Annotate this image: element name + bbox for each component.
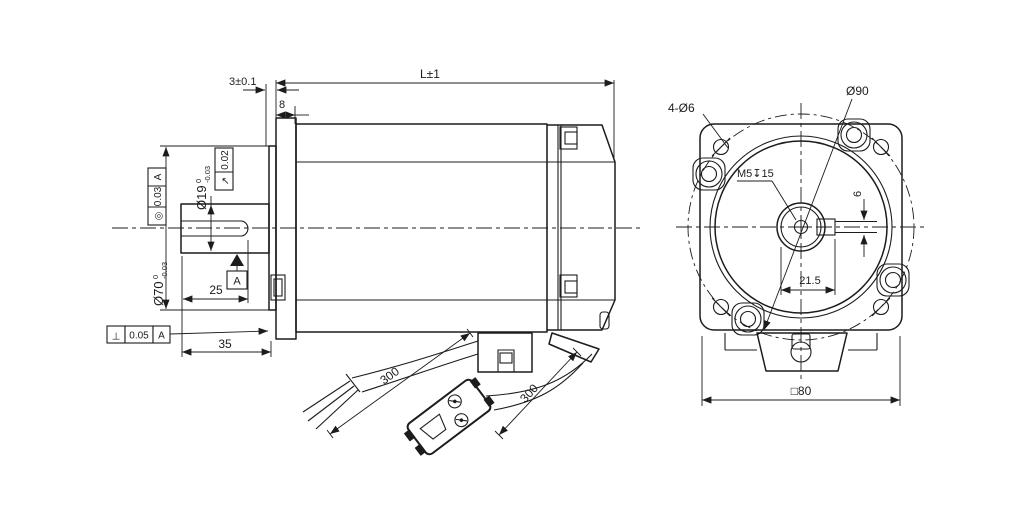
- datum-flag: A: [226, 254, 248, 290]
- encoder-cable: [485, 353, 593, 411]
- svg-text:⊥: ⊥: [112, 332, 121, 343]
- svg-text:0.05: 0.05: [129, 331, 149, 342]
- dim-boss-offset: 3±0.1: [229, 76, 256, 88]
- shaft-end: [776, 202, 877, 252]
- dim-key-width: 6: [852, 191, 864, 197]
- motor-body: [295, 123, 615, 333]
- dim-flange-thickness: 8: [279, 99, 285, 111]
- pilot-circle: [714, 140, 888, 314]
- rear-housing: [547, 124, 616, 331]
- fcf-concentricity: ◎ 0.03 A: [147, 167, 167, 226]
- dim-shaft-dia: Ø19 0 -0.03: [194, 166, 212, 210]
- screw: [731, 302, 765, 336]
- dim-bolt-circle: Ø90: [846, 84, 869, 98]
- dim-pilot-dia: Ø70 0 -0.03: [151, 262, 169, 306]
- svg-text:↗: ↗: [221, 177, 232, 185]
- svg-text:0: 0: [151, 275, 160, 279]
- svg-text:A: A: [153, 173, 164, 180]
- svg-text:Ø19: Ø19: [194, 185, 209, 210]
- svg-text:0.02: 0.02: [220, 150, 231, 170]
- svg-text:Ø70: Ø70: [151, 281, 166, 306]
- front-view: 4-Ø6 Ø90 M5↧15 6 21.5 □80: [668, 84, 926, 406]
- screw: [692, 157, 726, 191]
- dsub-connector: [403, 377, 495, 456]
- svg-text:A: A: [158, 331, 165, 342]
- svg-text:0.03: 0.03: [153, 186, 164, 206]
- bolt-circle: [687, 113, 915, 341]
- flange-tab: [270, 274, 286, 301]
- cable-boot: [548, 332, 600, 363]
- dim-cable-a: 300: [377, 364, 402, 387]
- dim-key-offset: 21.5: [799, 275, 820, 287]
- dim-keyway-length: 25: [209, 283, 223, 297]
- fcf-perpendicularity: ⊥ 0.05 A: [106, 325, 269, 344]
- front-dimensions: 4-Ø6 Ø90 M5↧15 6 21.5 □80: [668, 84, 901, 406]
- dim-flange-square: □80: [791, 384, 812, 398]
- shaft: [180, 203, 270, 254]
- screw: [876, 263, 910, 297]
- svg-text:-0.03: -0.03: [203, 166, 212, 183]
- assembly-screws: [692, 118, 910, 336]
- dim-corner-holes: 4-Ø6: [668, 101, 695, 115]
- svg-text:◎: ◎: [154, 212, 165, 221]
- bottom-connector: [724, 332, 878, 372]
- square-flange: [699, 123, 903, 331]
- dim-shaft-length: 35: [218, 337, 232, 351]
- dim-center-tap: M5↧15: [737, 168, 774, 180]
- body-circle: [709, 135, 893, 319]
- svg-text:-0.03: -0.03: [160, 262, 169, 279]
- fcf-runout: ↗ 0.02: [214, 147, 234, 191]
- svg-text:0: 0: [194, 179, 203, 183]
- svg-text:A: A: [233, 276, 241, 288]
- front-flange: [275, 117, 297, 340]
- dim-total-length: L±1: [420, 67, 440, 81]
- corner-holes: [711, 137, 891, 317]
- dim-cable-b: 300: [517, 381, 541, 405]
- junction-box: [477, 332, 533, 373]
- side-view: L±1 3±0.1 8 Ø19 0 -0.03 ↗: [106, 67, 642, 456]
